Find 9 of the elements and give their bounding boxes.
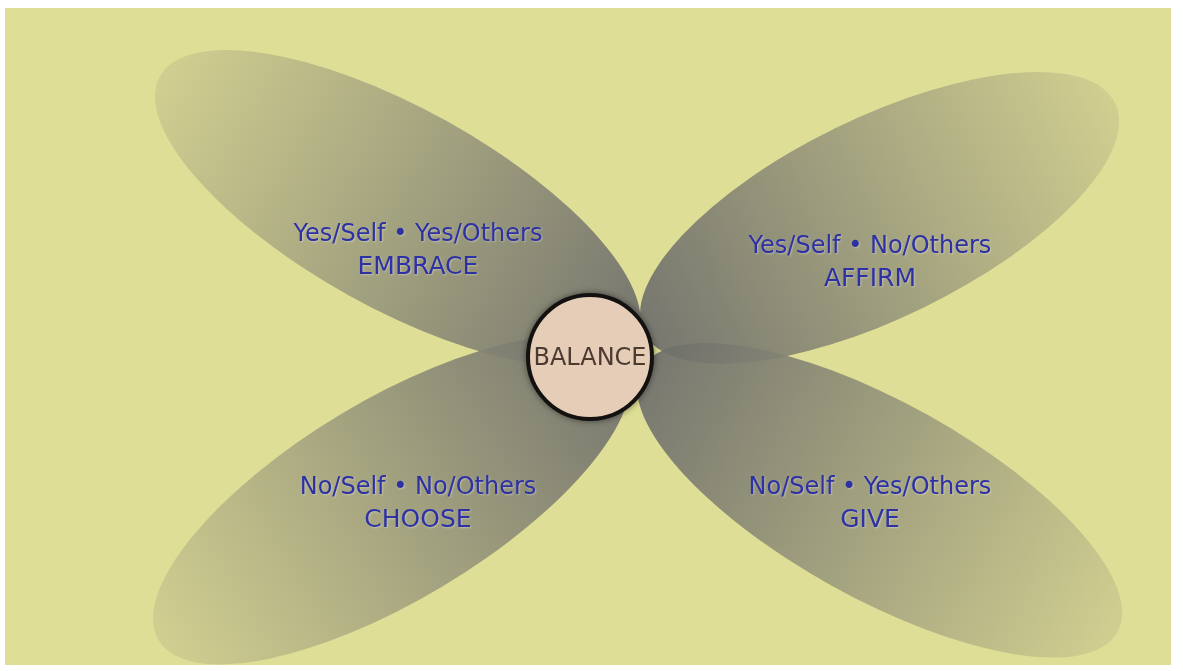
petal-label: No/Self • Yes/Others	[748, 472, 992, 501]
petal-title: GIVE	[840, 504, 900, 534]
petal-title: CHOOSE	[364, 504, 472, 534]
petal-label: Yes/Self • Yes/Others	[293, 219, 543, 248]
petal-label: No/Self • No/Others	[299, 472, 537, 501]
petal-title: EMBRACE	[357, 251, 479, 281]
petal-label: Yes/Self • No/Others	[748, 231, 992, 260]
center-label: BALANCE	[533, 343, 647, 371]
petal-title: AFFIRM	[823, 263, 917, 293]
